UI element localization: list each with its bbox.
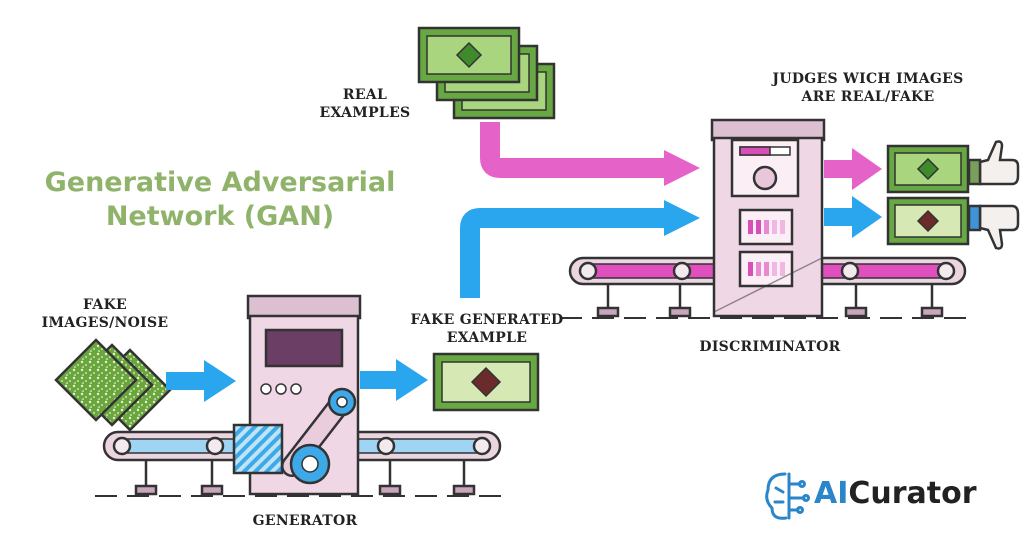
title-line-2: Network (GAN) [105, 201, 335, 232]
discriminator-label: DISCRIMINATOR [699, 339, 841, 355]
output-fake-bill [886, 196, 970, 246]
page-title: Generative Adversarial Network (GAN) [20, 166, 420, 234]
generator-to-fake-arrow [360, 359, 428, 401]
fake-noise-line-1: FAKE [82, 297, 128, 313]
discriminator-machine [710, 118, 826, 318]
thumbs-up-icon [967, 140, 1020, 186]
fake-generated-line-1: FAKE GENERATED [410, 312, 564, 328]
fake-noise-stack [54, 338, 172, 432]
judges-line-2: ARE REAL/FAKE [801, 89, 935, 105]
real-flow-arrow [480, 122, 700, 186]
bill-front [417, 26, 521, 84]
fake-generated-bill [432, 352, 540, 412]
brain-icon [765, 472, 810, 520]
brand-prefix: AI [814, 476, 849, 511]
generator-machine [232, 294, 362, 496]
brand-suffix: Curator [848, 476, 977, 511]
real-examples-line-1: REAL [342, 87, 388, 103]
fake-noise-label: FAKE IMAGES/NOISE [30, 296, 180, 332]
fake-generated-label: FAKE GENERATED EXAMPLE [392, 311, 582, 347]
judges-label: JUDGES WICH IMAGES ARE REAL/FAKE [748, 70, 988, 106]
judges-line-1: JUDGES WICH IMAGES [772, 71, 964, 87]
brand-logo: AICurator [814, 476, 977, 511]
real-output-arrow [824, 148, 882, 190]
output-real-bill [886, 144, 970, 194]
noise-to-generator-arrow [166, 360, 236, 402]
real-examples-stack [417, 26, 556, 120]
title-line-1: Generative Adversarial [44, 167, 396, 198]
real-examples-label: REAL EXAMPLES [300, 86, 430, 122]
thumbs-down-icon [967, 204, 1020, 250]
real-examples-line-2: EXAMPLES [319, 105, 411, 121]
fake-generated-line-2: EXAMPLE [446, 330, 528, 346]
fake-flow-arrow [460, 200, 700, 298]
generator-label: GENERATOR [252, 513, 358, 529]
fake-noise-line-2: IMAGES/NOISE [41, 315, 169, 331]
fake-output-arrow [824, 196, 882, 238]
